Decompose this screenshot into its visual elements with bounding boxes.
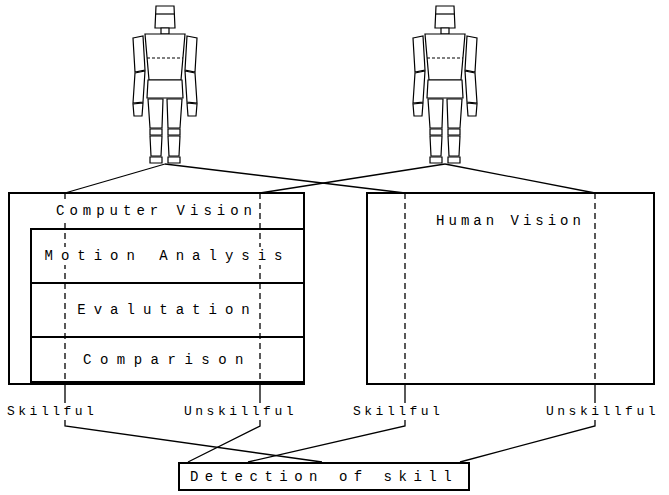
vision-box: Human Vision <box>366 192 655 385</box>
node-label: Evalutation <box>76 301 258 319</box>
human-figure <box>133 6 197 163</box>
human-figure <box>413 6 477 163</box>
figure-part <box>413 36 425 72</box>
figure-part <box>187 103 197 116</box>
figure-part <box>465 36 477 72</box>
sight-line <box>594 193 595 385</box>
result-label: Skillful <box>352 403 444 420</box>
figure-part <box>167 99 182 128</box>
figure-part <box>467 103 477 116</box>
sight-line <box>64 193 65 385</box>
figure-part <box>447 99 462 128</box>
result-label: Skillful <box>6 403 98 420</box>
figure-part <box>465 71 477 103</box>
figure-part <box>147 80 183 98</box>
figure-part <box>185 36 197 72</box>
figure-detail <box>156 13 174 14</box>
result-label: Unskillful <box>183 403 298 420</box>
figure-part <box>168 129 180 135</box>
figure-part <box>430 136 442 156</box>
figure-part <box>448 136 460 156</box>
node-label: Detection of skill <box>189 468 459 486</box>
figure-part <box>168 157 180 163</box>
figure-part <box>133 36 145 72</box>
sight-line <box>260 164 445 193</box>
figure-part <box>413 71 425 103</box>
node-label: Motion Analysis <box>43 247 291 265</box>
figure-part <box>150 129 162 135</box>
figure-part <box>150 157 162 163</box>
process-band: Comparison <box>30 336 305 383</box>
figure-part <box>168 136 180 156</box>
node-label: Comparison <box>82 351 253 369</box>
figure-part <box>448 129 460 135</box>
figure-part <box>133 103 143 116</box>
figure-part <box>150 136 162 156</box>
figure-part <box>430 157 442 163</box>
figure-part <box>435 6 455 28</box>
figure-detail <box>147 57 183 58</box>
figure-part <box>427 80 463 98</box>
process-band: Evalutation <box>30 282 305 338</box>
figure-part <box>428 99 443 128</box>
connector-line <box>188 385 260 462</box>
figure-part <box>161 28 169 34</box>
figure-part <box>145 34 185 80</box>
figure-part <box>425 34 465 80</box>
node-label: Human Vision <box>435 212 586 230</box>
figure-part <box>441 28 449 34</box>
output-box: Detection of skill <box>178 462 470 491</box>
figure-part <box>185 71 197 103</box>
sight-line <box>259 193 260 385</box>
sight-line <box>65 164 165 193</box>
figure-part <box>133 71 145 103</box>
figure-detail <box>436 13 454 14</box>
vision-box: Computer VisionMotion AnalysisEvalutatio… <box>8 192 305 385</box>
node-label: Computer Vision <box>55 202 258 220</box>
figure-part <box>413 103 423 116</box>
figure-part <box>155 6 175 28</box>
figure-part <box>148 99 163 128</box>
figure-part <box>430 129 442 135</box>
connector-line <box>460 385 595 462</box>
figure-detail <box>427 57 463 58</box>
figure-part <box>448 157 460 163</box>
connector-line <box>65 385 322 462</box>
sight-line <box>445 164 595 193</box>
result-label: Unskillful <box>545 403 660 420</box>
process-band: Motion Analysis <box>30 228 305 284</box>
sight-line <box>404 193 405 385</box>
connector-line <box>248 385 405 462</box>
